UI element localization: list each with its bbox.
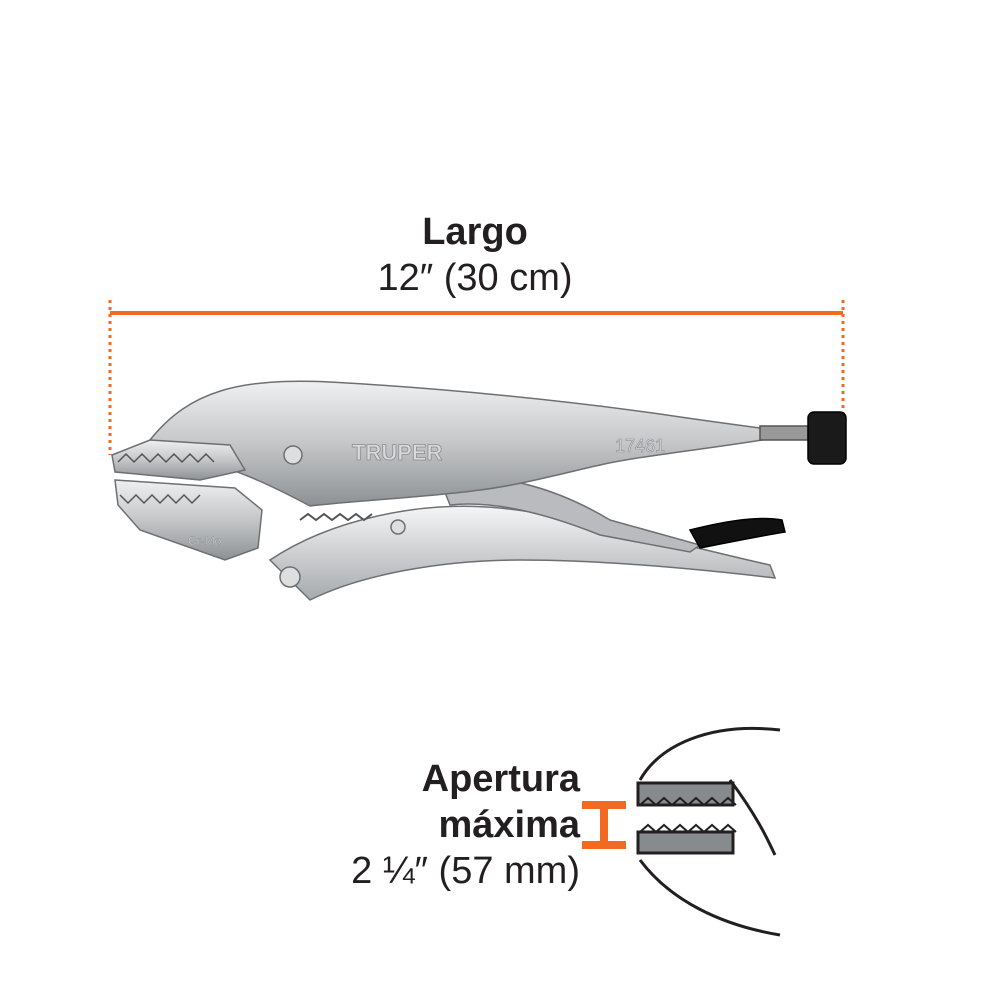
length-value: 12″ (30 cm) <box>377 257 573 299</box>
opening-value: 2 ¼″ (57 mm) <box>351 850 580 892</box>
model-engraving: 17461 <box>615 436 665 456</box>
opening-title-line2: máxima <box>438 804 580 846</box>
locking-pliers-icon: TRUPER 17461 Cr-Mo <box>111 380 847 601</box>
opening-title-line1: Apertura <box>421 758 580 800</box>
material-engraving: Cr-Mo <box>188 534 222 548</box>
length-title: Largo <box>422 211 528 253</box>
jaw-detail-icon <box>636 726 781 937</box>
opening-dimension-marker <box>582 801 626 849</box>
brand-engraving: TRUPER <box>352 440 443 465</box>
length-dimension-line <box>108 300 845 455</box>
